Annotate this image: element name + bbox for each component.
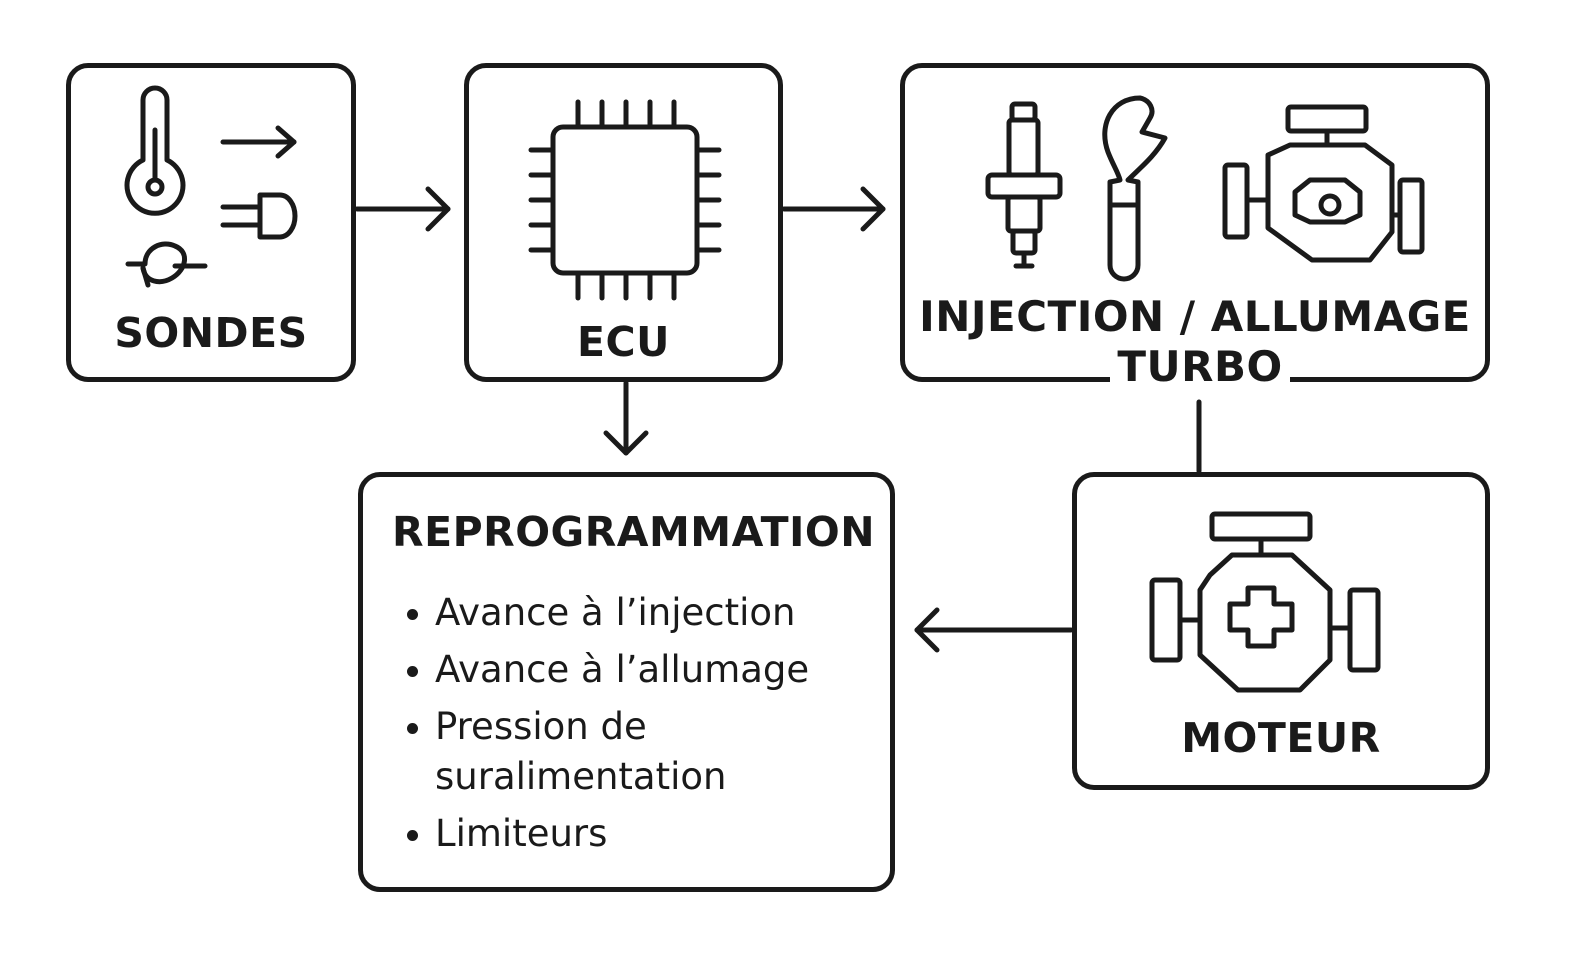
edge-moteur-reprogrammation xyxy=(914,607,1074,653)
list-item: Pression de suralimentation xyxy=(405,702,875,802)
node-label-moteur: MOTEUR xyxy=(1181,714,1381,762)
node-label-injection-allumage: INJECTION / ALLUMAGE xyxy=(919,292,1471,341)
edge-sondes-ecu xyxy=(354,186,451,232)
edge-ecu-injection xyxy=(781,186,886,232)
list-item: Avance à l’allumage xyxy=(405,645,875,695)
node-title-reprogrammation: REPROGRAMMATION xyxy=(392,508,876,556)
node-label-turbo: TURBO xyxy=(1110,346,1290,388)
node-label-sondes: SONDES xyxy=(114,309,308,357)
list-item: Limiteurs xyxy=(405,809,875,859)
node-label-ecu: ECU xyxy=(577,318,670,366)
edge-ecu-reprogrammation xyxy=(603,380,649,456)
node-reprogrammation xyxy=(358,472,895,892)
reprogrammation-list: Avance à l’injection Avance à l’allumage… xyxy=(405,588,875,866)
list-item: Avance à l’injection xyxy=(405,588,875,638)
node-sondes xyxy=(66,63,356,382)
